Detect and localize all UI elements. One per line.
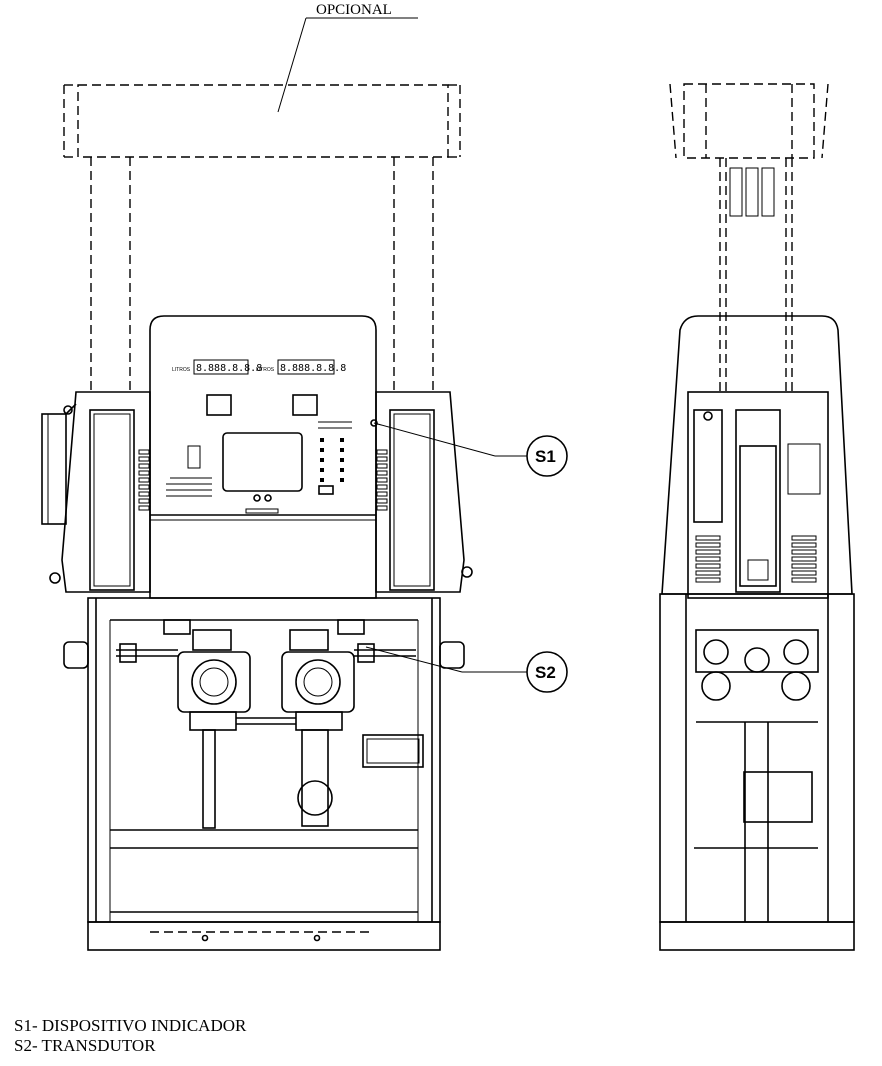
dispenser-front-base xyxy=(63,597,465,951)
callout-s1-label: S1 xyxy=(535,447,556,466)
right-display-digits: 8.888.8.8.8 xyxy=(280,363,346,374)
left-display-label: LITROS xyxy=(172,367,191,373)
keypad xyxy=(318,421,352,495)
side-vent-left xyxy=(695,535,721,583)
dispenser-side-view xyxy=(659,315,855,951)
meter-right xyxy=(281,629,416,827)
meter-left xyxy=(116,629,251,829)
right-vent-grille xyxy=(376,449,388,511)
callout-s2-label: S2 xyxy=(535,663,556,682)
legend-s1: S1- DISPOSITIVO INDICADOR xyxy=(14,1016,247,1035)
legend: S1- DISPOSITIVO INDICADOR S2- TRANSDUTOR xyxy=(14,1016,246,1056)
left-display-digits: 8.888.8.8.8 xyxy=(196,363,262,374)
callout-s1: S1 xyxy=(373,422,568,477)
legend-s2: S2- TRANSDUTOR xyxy=(14,1036,156,1055)
callout-s2: S2 xyxy=(365,646,568,693)
optional-canopy-side xyxy=(669,83,829,392)
optional-label: OPCIONAL xyxy=(316,2,392,18)
right-display-label: LITROS xyxy=(256,367,275,373)
side-vent-right xyxy=(791,535,817,583)
optional-canopy-front: OPCIONAL xyxy=(63,2,461,392)
dispenser-front-head: LITROS LITROS 8.888.8.8.8 8.888.8.8.8 xyxy=(41,315,473,599)
left-vent-grille xyxy=(138,449,150,511)
